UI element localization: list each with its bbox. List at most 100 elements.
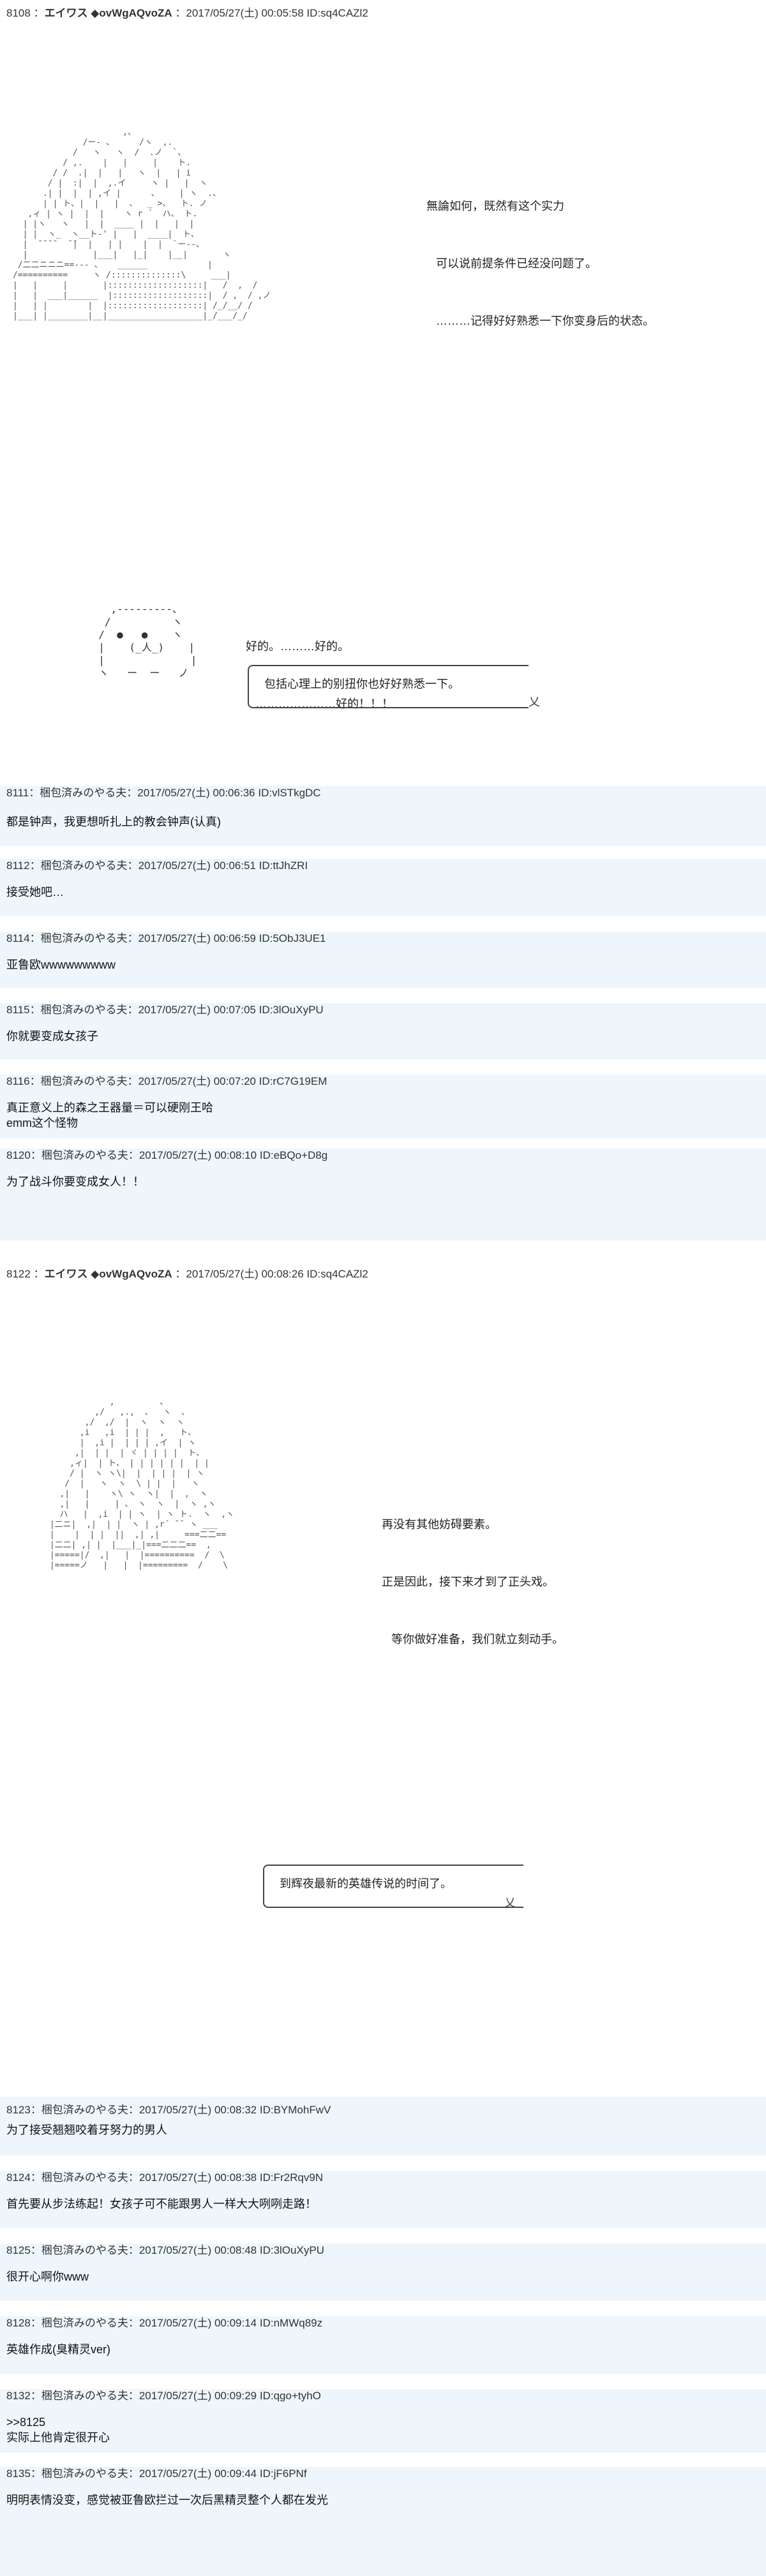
poster-id[interactable]: ID:qgo+tyhO — [259, 2390, 321, 2402]
reply-post: 8132：梱包済みのやる夫：2017/05/27(土) 00:09:29 ID:… — [0, 2389, 766, 2415]
speech-line: 等你做好准备，我们就立刻动手。 — [382, 1633, 564, 1646]
post-number[interactable]: 8114 — [6, 932, 30, 944]
post-body: 都是钟声，我更想听扎上的教会钟声(认真) — [6, 815, 221, 828]
ascii-art-character: , 、 ,/ ,., 、 ヽ 、 ,/ ,/ | ヽ ヽ ヽ ,i ,i | |… — [49, 1397, 235, 1570]
speech-bubble: 包括心理上的别扭你也好好熟悉一下。 — [248, 665, 529, 708]
post-8122: 8122 ：エイワス ◆ovWgAQvoZA ：2017/05/27(土) 00… — [0, 1240, 766, 2097]
post-date: 2017/05/27(土) 00:08:32 — [139, 2104, 257, 2116]
post-header: 8128：梱包済みのやる夫：2017/05/27(土) 00:09:14 ID:… — [6, 2317, 323, 2329]
post-date: 2017/05/27(土) 00:06:36 — [137, 787, 255, 799]
reply-body: 很开心啊你www — [0, 2269, 766, 2301]
speech-line: 再没有其他妨碍要素。 — [382, 1518, 497, 1531]
reply-post: 8128：梱包済みのやる夫：2017/05/27(土) 00:09:14 ID:… — [0, 2316, 766, 2342]
post-body: 真正意义上的森之王器量＝可以硬刚王哈 — [6, 1101, 213, 1114]
post-number[interactable]: 8115 — [6, 1004, 30, 1016]
poster-id[interactable]: ID:rC7G19EM — [259, 1075, 327, 1087]
post-body: 首先要从步法练起！女孩子可不能跟男人一样大大咧咧走路！ — [6, 2198, 317, 2210]
post-header: 8124：梱包済みのやる夫：2017/05/27(土) 00:08:38 ID:… — [6, 2171, 324, 2184]
reply-body: 为了战斗你要变成女人！！ — [0, 1174, 766, 1240]
post-number[interactable]: 8116 — [6, 1075, 30, 1087]
post-date: 2017/05/27(土) 00:06:51 — [138, 860, 256, 872]
post-date: 2017/05/27(土) 00:08:48 — [139, 2244, 257, 2256]
reply-anchor-link[interactable]: >>8125 — [6, 2416, 46, 2429]
poster-id[interactable]: ID:jF6PNf — [259, 2468, 307, 2480]
post-body: 很开心啊你www — [6, 2270, 89, 2283]
post-8108: 8108 ：エイワス ◆ovWgAQvoZA ：2017/05/27(土) 00… — [0, 0, 766, 764]
bubble-tail: 乂 — [504, 1896, 516, 1909]
post-number[interactable]: 8122 — [6, 1268, 31, 1280]
post-number[interactable]: 8108 — [6, 7, 31, 19]
speech-line: ………记得好好熟悉一下你变身后的状态。 — [426, 315, 655, 327]
post-body: 亚鲁欧wwwwwwwww — [6, 958, 116, 971]
post-header: 8123：梱包済みのやる夫：2017/05/27(土) 00:08:32 ID:… — [6, 2104, 331, 2116]
reply-post: 8125：梱包済みのやる夫：2017/05/27(土) 00:08:48 ID:… — [0, 2244, 766, 2269]
poster-name: 梱包済みのやる夫 — [41, 2171, 128, 2184]
reply-post: 8124：梱包済みのやる夫：2017/05/27(土) 00:08:38 ID:… — [0, 2171, 766, 2196]
speech-line: 無論如何，既然有这个实力 — [426, 200, 564, 212]
post-date: 2017/05/27(土) 00:06:59 — [138, 932, 256, 944]
bubble-text: 包括心理上的别扭你也好好熟悉一下。 — [264, 678, 460, 690]
post-header: 8122 ：エイワス ◆ovWgAQvoZA ：2017/05/27(土) 00… — [6, 1268, 368, 1280]
speech-bubble: 到辉夜最新的英雄传说的时间了。 — [263, 1865, 523, 1908]
poster-name: エイワス ◆ovWgAQvoZA — [44, 7, 172, 19]
poster-id[interactable]: ID:3lOuXyPU — [259, 1004, 324, 1016]
post-header: 8112：梱包済みのやる夫：2017/05/27(土) 00:06:51 ID:… — [6, 860, 308, 872]
poster-name: 梱包済みのやる夫 — [41, 2468, 128, 2480]
post-number[interactable]: 8124 — [6, 2171, 31, 2184]
reply-post: 8115：梱包済みのやる夫：2017/05/27(土) 00:07:05 ID:… — [0, 1003, 766, 1029]
post-body: emm这个怪物 — [6, 1117, 78, 1129]
post-header: 8132：梱包済みのやる夫：2017/05/27(土) 00:09:29 ID:… — [6, 2390, 321, 2402]
reply-body: >>8125 实际上他肯定很开心 — [0, 2415, 766, 2453]
poster-id[interactable]: ID:nMWq89z — [259, 2317, 323, 2329]
reply-post: 8112：梱包済みのやる夫：2017/05/27(土) 00:06:51 ID:… — [0, 859, 766, 884]
post-header: 8114：梱包済みのやる夫：2017/05/27(土) 00:06:59 ID:… — [6, 932, 326, 944]
post-number[interactable]: 8123 — [6, 2104, 31, 2116]
post-date: 2017/05/27(土) 00:07:20 — [138, 1075, 256, 1087]
post-header: 8116：梱包済みのやる夫：2017/05/27(土) 00:07:20 ID:… — [6, 1075, 327, 1087]
narration-text: 再没有其他妨碍要素。 正是因此，接下来才到了正头戏。 等你做好准备，我们就立刻动… — [382, 1477, 564, 1668]
post-number[interactable]: 8128 — [6, 2317, 31, 2329]
post-date: 2017/05/27(土) 00:09:44 — [139, 2468, 257, 2480]
bubble-text: 到辉夜最新的英雄传说的时间了。 — [280, 1877, 452, 1890]
post-number[interactable]: 8120 — [6, 1149, 31, 1161]
poster-id[interactable]: ID:sq4CAZl2 — [306, 7, 368, 19]
bubble-tail: 乂 — [529, 696, 540, 708]
reply-post: 8120：梱包済みのやる夫：2017/05/27(土) 00:08:10 ID:… — [0, 1149, 766, 1174]
reply-body: 首先要从步法练起！女孩子可不能跟男人一样大大咧咧走路！ — [0, 2196, 766, 2228]
post-date: 2017/05/27(土) 00:08:38 — [139, 2171, 257, 2184]
poster-name: 梱包済みのやる夫 — [40, 860, 128, 872]
post-date: 2017/05/27(土) 00:07:05 — [138, 1004, 256, 1016]
poster-id[interactable]: ID:eBQo+D8g — [259, 1149, 328, 1161]
post-body: 接受她吧… — [6, 886, 64, 898]
reply-body: 为了接受翘翘咬着牙努力的男人 — [0, 2122, 766, 2155]
poster-name: 梱包済みのやる夫 — [40, 1075, 128, 1087]
reply-post: 8135：梱包済みのやる夫：2017/05/27(土) 00:09:44 ID:… — [0, 2467, 766, 2492]
ascii-art-face: ,---------、 / ヽ / ● ● ヽ | (_人_) | | | ヽ … — [98, 603, 197, 679]
post-date: 2017/05/27(土) 00:09:29 — [139, 2390, 257, 2402]
reply-post: 8114：梱包済みのやる夫：2017/05/27(土) 00:06:59 ID:… — [0, 932, 766, 957]
post-number[interactable]: 8125 — [6, 2244, 31, 2256]
reply-post: 8123：梱包済みのやる夫：2017/05/27(土) 00:08:32 ID:… — [0, 2097, 766, 2122]
poster-name: 梱包済みのやる夫 — [40, 1004, 128, 1016]
poster-name: 梱包済みのやる夫 — [41, 2317, 128, 2329]
post-number[interactable]: 8112 — [6, 860, 30, 872]
post-body: 实际上他肯定很开心 — [6, 2431, 110, 2444]
poster-id[interactable]: ID:5ObJ3UE1 — [259, 932, 326, 944]
post-body: 你就要变成女孩子 — [6, 1030, 98, 1043]
poster-name: 梱包済みのやる夫 — [40, 932, 128, 944]
post-number[interactable]: 8132 — [6, 2390, 31, 2402]
poster-id[interactable]: ID:ttJhZRI — [259, 860, 308, 872]
reply-body: 你就要变成女孩子 — [0, 1029, 766, 1059]
poster-id[interactable]: ID:sq4CAZl2 — [306, 1268, 368, 1280]
reply-body: 亚鲁欧wwwwwwwww — [0, 957, 766, 988]
poster-id[interactable]: ID:Fr2Rqv9N — [259, 2171, 324, 2184]
poster-id[interactable]: ID:3lOuXyPU — [259, 2244, 324, 2256]
post-number[interactable]: 8135 — [6, 2468, 31, 2480]
post-date: 2017/05/27(土) 00:08:10 — [139, 1149, 257, 1161]
reply-body: 真正意义上的森之王器量＝可以硬刚王哈 emm这个怪物 — [0, 1100, 766, 1138]
post-number[interactable]: 8111 — [6, 787, 29, 799]
reply-post: 8116：梱包済みのやる夫：2017/05/27(土) 00:07:20 ID:… — [0, 1075, 766, 1100]
post-body: 明明表情没变，感觉被亚鲁欧拦过一次后黑精灵整个人都在发光 — [6, 2494, 328, 2506]
poster-id[interactable]: ID:vlSTkgDC — [258, 787, 321, 799]
poster-id[interactable]: ID:BYMohFwV — [259, 2104, 331, 2116]
